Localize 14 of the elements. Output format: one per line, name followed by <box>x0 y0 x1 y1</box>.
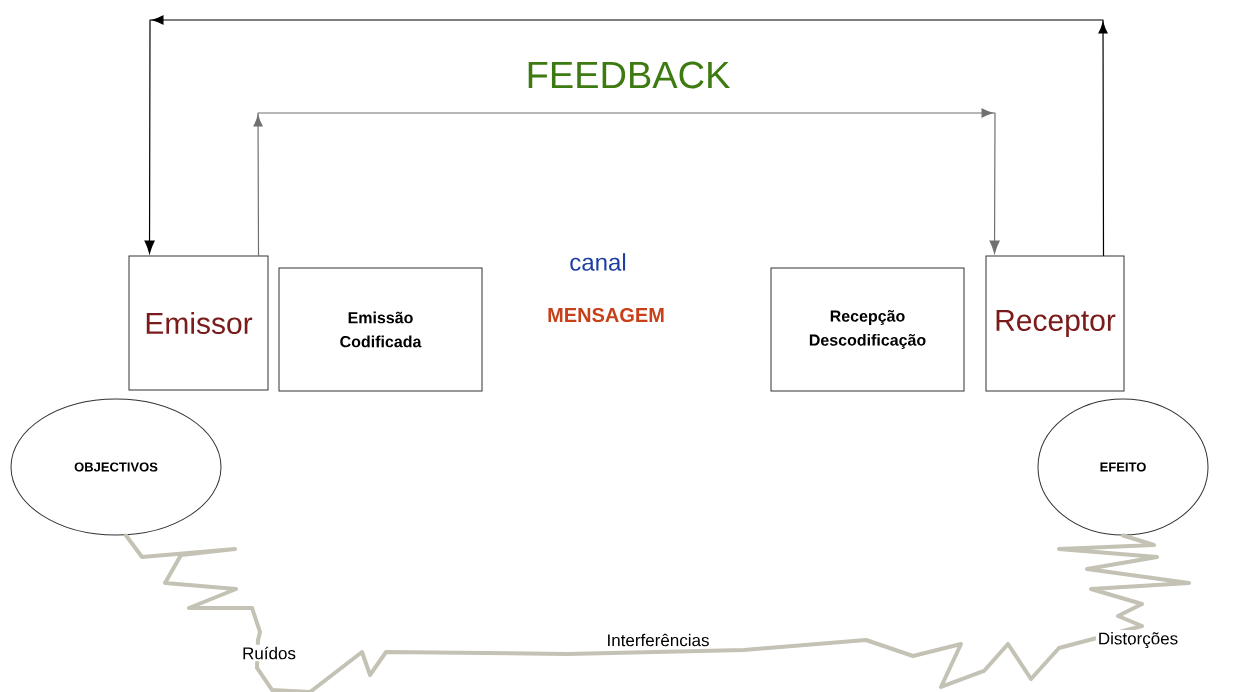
ellipse-node: EFEITO <box>1037 398 1209 536</box>
arrow <box>253 108 1000 257</box>
process-box: Emissão Codificada <box>278 267 483 392</box>
noise-label: Interferências <box>604 631 712 649</box>
channel-label: canal <box>567 251 629 273</box>
noise-label: Distorções <box>1095 630 1181 650</box>
process-box: Receptor <box>985 255 1125 392</box>
process-box: Emissor <box>128 255 269 391</box>
process-box: Recepção Descodificação <box>770 267 965 392</box>
noise-label: Ruídos <box>240 644 298 662</box>
heading: FEEDBACK <box>523 59 733 91</box>
ellipse-node: OBJECTIVOS <box>10 398 222 536</box>
arrow <box>144 15 1108 257</box>
message-label: MENSAGEM <box>545 305 667 325</box>
